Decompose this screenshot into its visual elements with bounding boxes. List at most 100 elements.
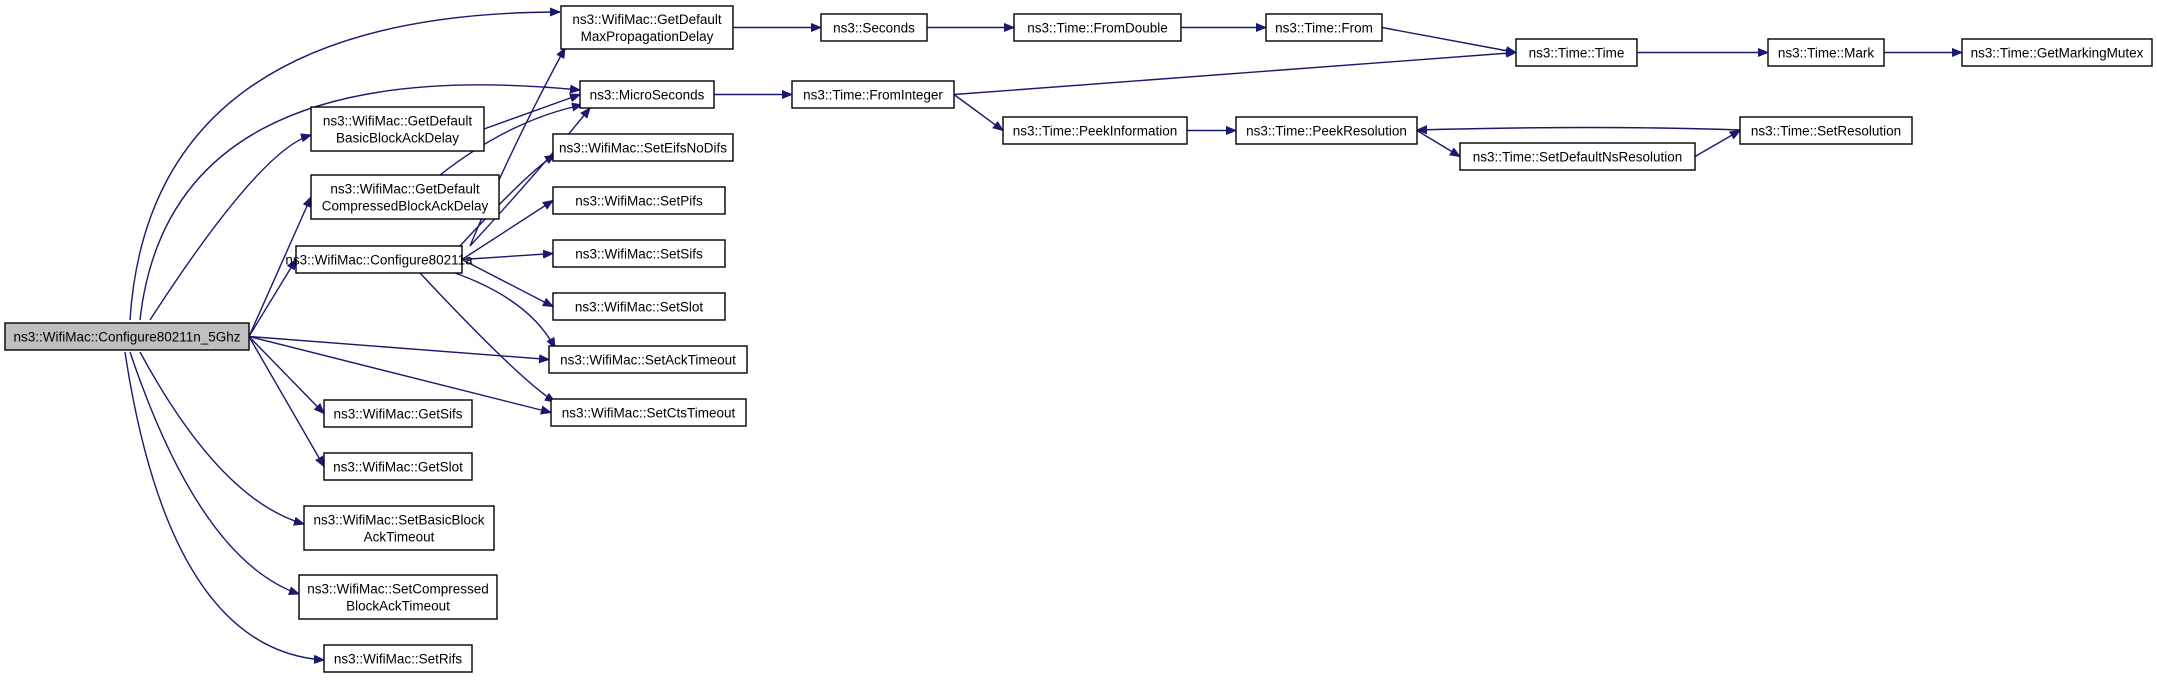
edge-frominteger-to-peekinfo bbox=[953, 93, 1003, 131]
edge-root-to-setcompba bbox=[129, 351, 299, 594]
graph-node-getslot[interactable]: ns3::WifiMac::GetSlot bbox=[323, 452, 473, 481]
edge-root-to-getdefmaxprop bbox=[129, 12, 560, 321]
edge-frominteger-to-time bbox=[953, 53, 1516, 96]
edge-root-to-microseconds bbox=[139, 84, 580, 321]
node-label: ns3::WifiMac::GetSifs bbox=[333, 407, 462, 422]
graph-node-setcompba[interactable]: ns3::WifiMac::SetCompressedBlockAckTimeo… bbox=[298, 574, 498, 620]
node-box bbox=[323, 452, 473, 481]
node-box bbox=[820, 13, 928, 42]
edge-peekres-to-setdefns bbox=[1416, 129, 1460, 157]
node-box bbox=[1961, 38, 2153, 67]
graph-node-peekinfo[interactable]: ns3::Time::PeekInformation bbox=[1002, 116, 1188, 145]
node-label: ns3::WifiMac::SetPifs bbox=[575, 194, 703, 209]
node-box bbox=[323, 644, 473, 673]
graph-node-conf80211a[interactable]: ns3::WifiMac::Configure80211a bbox=[285, 245, 473, 274]
node-box bbox=[552, 133, 734, 162]
edge-root-to-getdefbasic bbox=[149, 135, 311, 321]
graph-node-frominteger[interactable]: ns3::Time::FromInteger bbox=[791, 80, 955, 109]
graph-node-setres[interactable]: ns3::Time::SetResolution bbox=[1739, 116, 1913, 145]
graph-node-root[interactable]: ns3::WifiMac::Configure80211n_5Ghz bbox=[4, 322, 250, 351]
node-label: BasicBlockAckDelay bbox=[336, 131, 459, 146]
edge-conf80211a-to-microseconds bbox=[469, 108, 590, 247]
graph-node-setdefns[interactable]: ns3::Time::SetDefaultNsResolution bbox=[1459, 142, 1696, 171]
node-box bbox=[1235, 116, 1418, 145]
node-box bbox=[310, 174, 500, 220]
node-label: ns3::Seconds bbox=[833, 21, 915, 36]
graph-node-peekres[interactable]: ns3::Time::PeekResolution bbox=[1235, 116, 1418, 145]
node-box bbox=[1739, 116, 1913, 145]
node-label: ns3::WifiMac::SetEifsNoDifs bbox=[559, 141, 727, 156]
node-box bbox=[560, 5, 734, 50]
graph-node-seconds[interactable]: ns3::Seconds bbox=[820, 13, 928, 42]
edge-setres-to-peekres bbox=[1417, 128, 1741, 131]
graph-node-getdefbasic[interactable]: ns3::WifiMac::GetDefaultBasicBlockAckDel… bbox=[310, 106, 485, 152]
edge-conf80211a-to-setcts bbox=[419, 272, 555, 402]
graph-node-getdefcomp[interactable]: ns3::WifiMac::GetDefaultCompressedBlockA… bbox=[310, 174, 500, 220]
node-label: ns3::WifiMac::GetDefault bbox=[572, 12, 722, 27]
node-label: BlockAckTimeout bbox=[346, 599, 450, 614]
graph-node-setack[interactable]: ns3::WifiMac::SetAckTimeout bbox=[548, 345, 748, 374]
node-box bbox=[552, 239, 726, 268]
graph-node-seteifs[interactable]: ns3::WifiMac::SetEifsNoDifs bbox=[552, 133, 734, 162]
edge-root-to-setbasicba bbox=[139, 351, 304, 524]
graph-node-setpifs[interactable]: ns3::WifiMac::SetPifs bbox=[552, 186, 726, 215]
edge-root-to-conf80211a bbox=[248, 260, 296, 337]
node-label: AckTimeout bbox=[364, 530, 435, 545]
node-label: ns3::WifiMac::SetSifs bbox=[575, 247, 703, 262]
graph-node-setslot[interactable]: ns3::WifiMac::SetSlot bbox=[552, 292, 726, 321]
node-box bbox=[1515, 38, 1638, 67]
node-label: MaxPropagationDelay bbox=[581, 29, 714, 44]
node-box bbox=[579, 80, 715, 109]
node-box bbox=[1265, 13, 1383, 42]
graph-node-getmarkingmutex[interactable]: ns3::Time::GetMarkingMutex bbox=[1961, 38, 2153, 67]
node-label: ns3::Time::Time bbox=[1529, 46, 1625, 61]
edge-layer bbox=[124, 12, 1962, 660]
edge-conf80211a-to-setslot bbox=[461, 258, 553, 308]
edge-conf80211a-to-setpifs bbox=[461, 201, 553, 261]
node-box bbox=[298, 574, 498, 620]
node-box bbox=[791, 80, 955, 109]
edge-root-to-setack bbox=[248, 335, 549, 360]
node-label: ns3::WifiMac::Configure80211n_5Ghz bbox=[13, 330, 240, 345]
graph-node-microseconds[interactable]: ns3::MicroSeconds bbox=[579, 80, 715, 109]
node-label: ns3::MicroSeconds bbox=[590, 88, 705, 103]
node-box bbox=[295, 245, 463, 274]
node-label: ns3::WifiMac::SetRifs bbox=[334, 652, 463, 667]
node-label: ns3::WifiMac::SetCompressed bbox=[307, 582, 489, 597]
graph-node-setrifs[interactable]: ns3::WifiMac::SetRifs bbox=[323, 644, 473, 673]
edge-conf80211a-to-seteifs bbox=[459, 155, 555, 247]
node-box bbox=[1002, 116, 1188, 145]
graph-node-getdefmaxprop[interactable]: ns3::WifiMac::GetDefaultMaxPropagationDe… bbox=[560, 5, 734, 50]
node-box bbox=[548, 345, 748, 374]
node-label: ns3::Time::PeekInformation bbox=[1013, 124, 1178, 139]
node-label: ns3::Time::PeekResolution bbox=[1246, 124, 1407, 139]
node-box bbox=[1767, 38, 1885, 67]
graph-node-mark[interactable]: ns3::Time::Mark bbox=[1767, 38, 1885, 67]
edge-from-to-time bbox=[1381, 26, 1516, 53]
node-label: ns3::Time::GetMarkingMutex bbox=[1971, 46, 2144, 61]
graph-node-getsifs[interactable]: ns3::WifiMac::GetSifs bbox=[323, 399, 473, 428]
node-box bbox=[303, 505, 495, 551]
node-box bbox=[550, 398, 747, 427]
node-box bbox=[1459, 142, 1696, 171]
graph-node-time[interactable]: ns3::Time::Time bbox=[1515, 38, 1638, 67]
node-box bbox=[4, 322, 250, 351]
edge-setdefns-to-setres bbox=[1694, 131, 1740, 158]
graph-node-fromdouble[interactable]: ns3::Time::FromDouble bbox=[1013, 13, 1182, 42]
edge-getdefcomp-to-microseconds bbox=[439, 105, 582, 176]
node-box bbox=[310, 106, 485, 152]
node-label: ns3::WifiMac::GetSlot bbox=[333, 460, 463, 475]
graph-node-setsifs[interactable]: ns3::WifiMac::SetSifs bbox=[552, 239, 726, 268]
node-label: ns3::WifiMac::SetBasicBlock bbox=[313, 513, 484, 528]
edge-root-to-setcts bbox=[248, 335, 551, 413]
graph-node-from[interactable]: ns3::Time::From bbox=[1265, 13, 1383, 42]
node-box bbox=[552, 292, 726, 321]
graph-node-setcts[interactable]: ns3::WifiMac::SetCtsTimeout bbox=[550, 398, 747, 427]
edge-root-to-setrifs bbox=[124, 351, 324, 660]
node-label: ns3::Time::SetDefaultNsResolution bbox=[1473, 150, 1683, 165]
edge-conf80211a-to-getdefmaxprop bbox=[469, 48, 565, 247]
edge-root-to-getdefcomp bbox=[248, 197, 312, 337]
node-label: ns3::WifiMac::Configure80211a bbox=[285, 253, 473, 268]
